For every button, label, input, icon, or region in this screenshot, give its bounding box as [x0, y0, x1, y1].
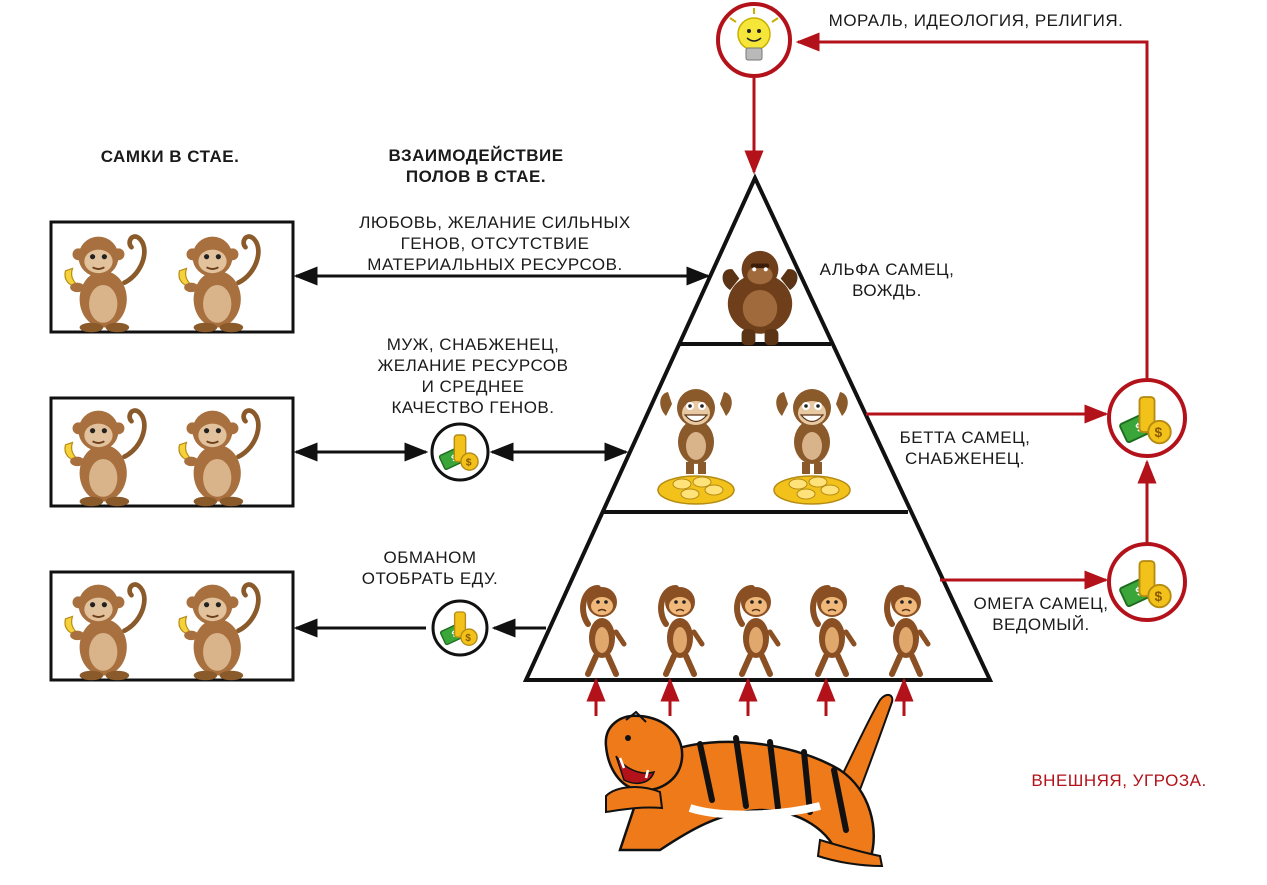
lightbulb-icon: [729, 8, 779, 61]
arrow-loop-to-top: [795, 32, 1149, 378]
tiger-icon: [604, 694, 894, 868]
female-box-3: [49, 570, 295, 680]
ideology-label: МОРАЛЬ, ИДЕОЛОГИЯ, РЕЛИГИЯ.: [828, 11, 1124, 30]
threat-arrows: [586, 677, 914, 716]
gold-pile-icon: [773, 475, 851, 505]
females-header: САМКИ В СТАЕ.: [100, 147, 240, 166]
female-box-2: [49, 396, 295, 506]
interaction-header: ВЗАИМОДЕЙСТВИЕ ПОЛОВ В СТАЕ.: [388, 146, 564, 186]
interaction-label-omega: ОБМАНОМ ОТОБРАТЬ ЕДУ.: [361, 548, 499, 588]
tier-label-alpha: АЛЬФА САМЕЦ, ВОЖДЬ.: [819, 260, 955, 300]
interaction-label-beta: МУЖ, СНАБЖЕНЕЦ, ЖЕЛАНИЕ РЕСУРСОВ И СРЕДН…: [377, 335, 569, 417]
resource-node-omega: [431, 599, 489, 657]
tier-label-beta: БЕТТА САМЕЦ, СНАБЖЕНЕЦ.: [899, 428, 1031, 468]
resource-node-loop-top: [1107, 378, 1187, 458]
threat-label: ВНЕШНЯЯ, УГРОЗА.: [1031, 771, 1207, 790]
hierarchy-pyramid: [522, 173, 994, 682]
female-box-1: [49, 220, 295, 332]
resource-node-beta: [430, 422, 490, 482]
gold-pile-icon: [657, 475, 735, 505]
resource-node-loop-bottom: [1107, 542, 1187, 622]
interaction-label-alpha: ЛЮБОВЬ, ЖЕЛАНИЕ СИЛЬНЫХ ГЕНОВ, ОТСУТСТВИ…: [359, 213, 631, 274]
tier-label-omega: ОМЕГА САМЕЦ, ВЕДОМЫЙ.: [973, 594, 1109, 634]
ideology-node: [716, 2, 792, 78]
